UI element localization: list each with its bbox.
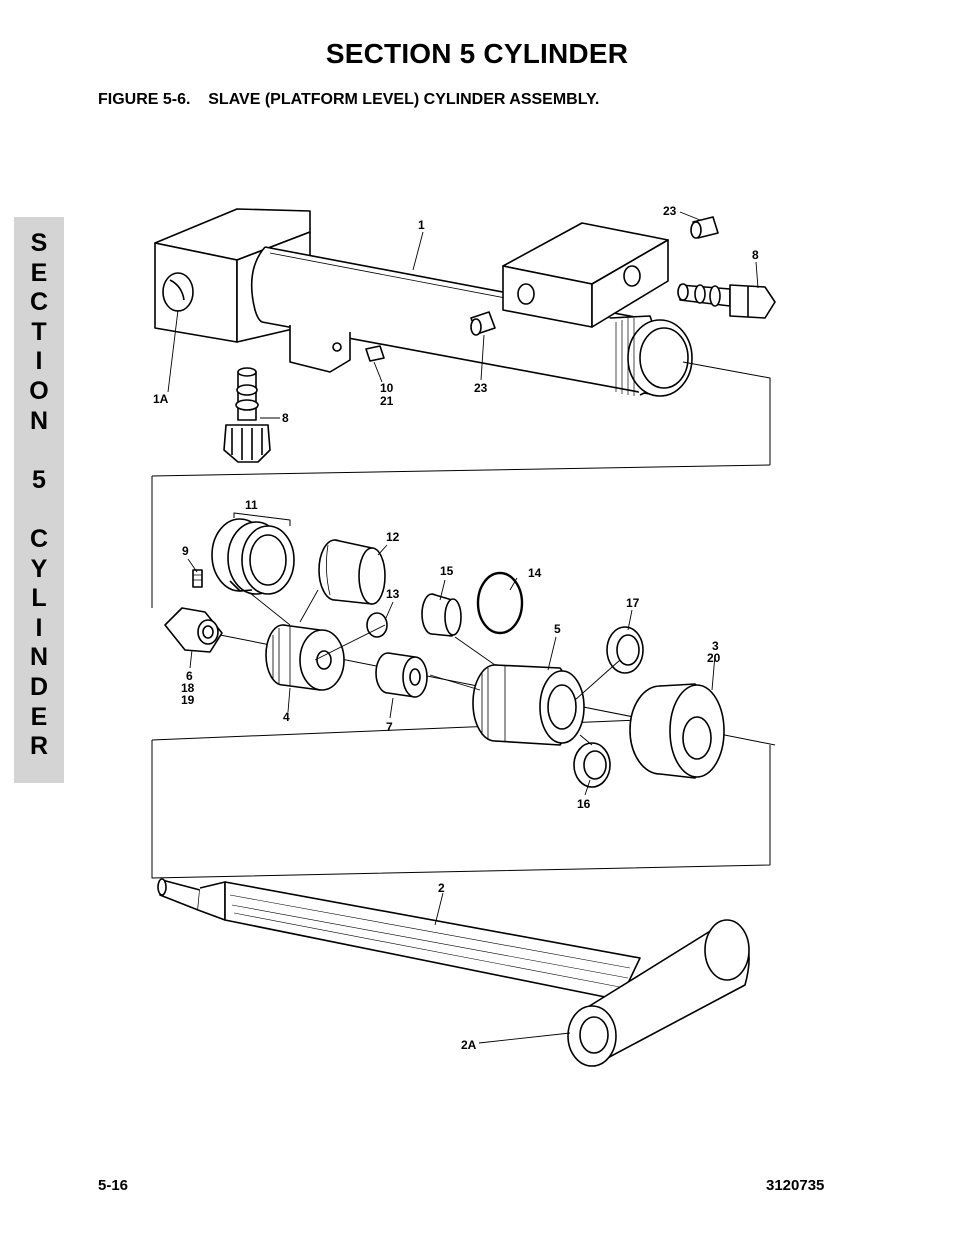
- callout-13: 13: [386, 587, 400, 601]
- page-number: 5-16: [98, 1177, 129, 1194]
- callout-17: 17: [626, 596, 640, 610]
- wiper-17: [606, 626, 644, 674]
- callout-5: 5: [554, 622, 561, 636]
- side-tab-letter: E: [30, 258, 48, 287]
- side-tab-letter: E: [30, 702, 48, 731]
- callout-23-top: 23: [663, 204, 677, 218]
- valve-8-lower: [223, 367, 271, 463]
- seal-12: [318, 539, 386, 605]
- callout-16: 16: [577, 797, 591, 811]
- backup-ring-15: [421, 593, 462, 637]
- side-tab-letter: 5: [32, 465, 46, 494]
- side-tab-letter: N: [29, 643, 49, 672]
- side-tab-letter: I: [35, 347, 43, 376]
- callout-11: 11: [245, 498, 258, 512]
- callout-20: 20: [707, 651, 721, 665]
- wear-rings-11: [211, 518, 295, 595]
- set-screw-9: [192, 569, 203, 588]
- callout-10: 10: [380, 381, 394, 395]
- callout-21: 21: [380, 394, 394, 408]
- side-tab-letter: C: [29, 288, 49, 317]
- callout-12: 12: [386, 530, 400, 544]
- callout-7: 7: [386, 720, 393, 734]
- callout-6: 6: [186, 669, 193, 683]
- piston-4: [265, 624, 345, 691]
- side-tab-letter: Y: [30, 554, 48, 583]
- side-tab-letter: C: [29, 525, 49, 553]
- figure-caption: FIGURE 5-6. SLAVE (PLATFORM LEVEL) CYLIN…: [98, 91, 600, 108]
- side-tab-letter: O: [29, 377, 49, 405]
- callout-14: 14: [528, 566, 542, 580]
- callout-4: 4: [283, 710, 290, 724]
- spacer-7: [375, 652, 428, 698]
- callout-18: 18: [181, 681, 195, 695]
- rod-seal-16: [573, 742, 611, 788]
- set-screw-10: [365, 345, 385, 362]
- piston-rod-2: [157, 878, 750, 1067]
- valve-8-right: [677, 283, 776, 319]
- cylinder-barrel: [151, 208, 771, 477]
- side-tab-letter: S: [30, 229, 48, 257]
- cylinder-head-5: [472, 664, 585, 746]
- o-ring-14: [476, 571, 524, 635]
- callout-3: 3: [712, 639, 719, 653]
- callout-9: 9: [182, 544, 189, 558]
- section-title: SECTION 5 CYLINDER: [325, 38, 629, 69]
- callout-19: 19: [181, 693, 195, 707]
- side-tab-letter: D: [29, 673, 49, 701]
- side-tab-letter: R: [29, 732, 49, 761]
- document-number: 3120735: [766, 1177, 825, 1194]
- callout-1A: 1A: [153, 392, 169, 406]
- callout-15: 15: [440, 564, 454, 578]
- callout-8-right: 8: [752, 248, 759, 262]
- callout-1: 1: [418, 218, 425, 232]
- side-tab-letter: L: [31, 584, 47, 613]
- side-tab-letter: T: [31, 317, 47, 346]
- set-screw-23-top: [690, 216, 719, 239]
- retaining-nut-3: [629, 683, 725, 779]
- side-tab-letter: N: [29, 406, 49, 435]
- callout-8-lower: 8: [282, 411, 289, 425]
- callout-2A: 2A: [461, 1038, 477, 1052]
- callout-23-lower: 23: [474, 381, 488, 395]
- set-screw-23-lower: [470, 311, 496, 336]
- lock-nut-6: [164, 607, 223, 653]
- o-ring-13: [366, 612, 388, 638]
- side-tab-letter: I: [35, 613, 43, 642]
- callout-2: 2: [438, 881, 445, 895]
